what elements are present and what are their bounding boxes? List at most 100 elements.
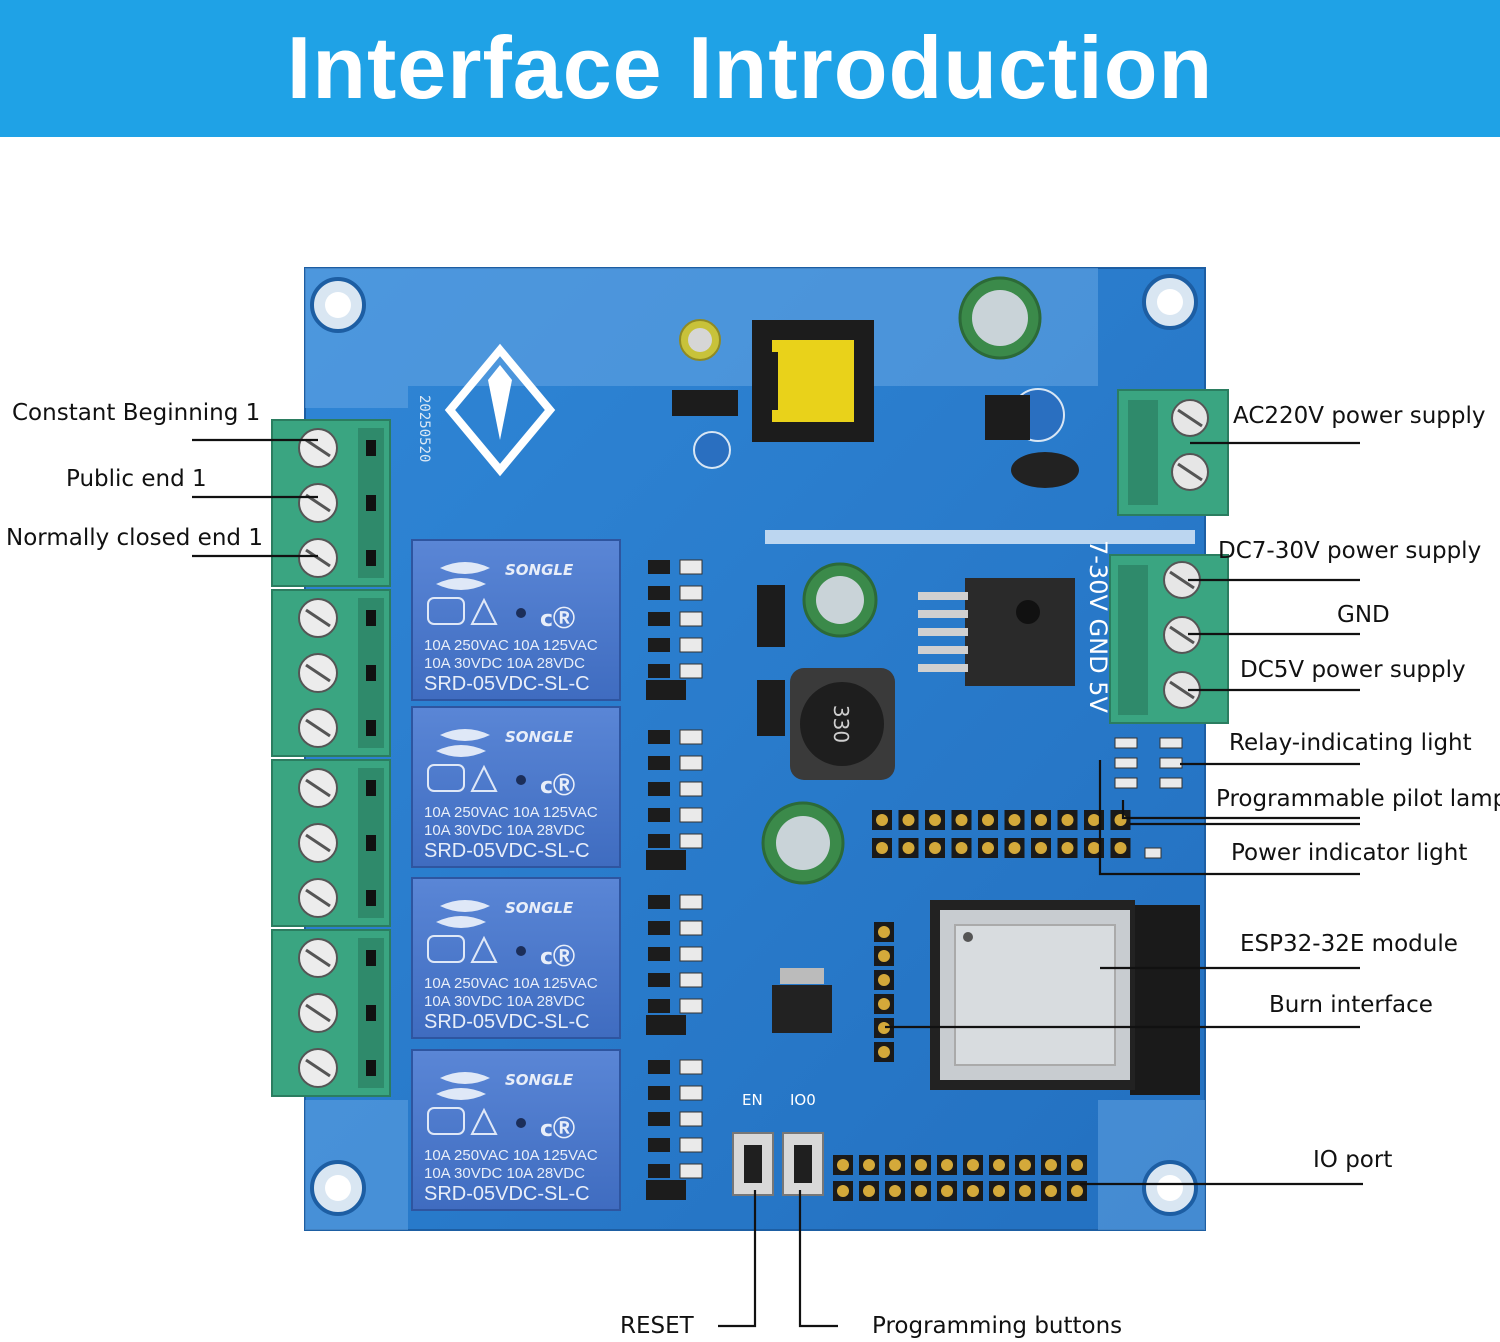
label-programming-buttons: Programming buttons — [872, 1313, 1123, 1339]
relay-rating2: 10A 30VDC 10A 28VDC — [424, 993, 585, 1010]
driver-part — [648, 1086, 670, 1100]
relay-model: SRD-05VDC-SL-C — [424, 1183, 590, 1205]
driver-part — [648, 834, 670, 848]
driver-cap — [646, 1015, 686, 1035]
header-pad — [876, 814, 888, 826]
relay-brand: SONGLE — [505, 1071, 574, 1089]
relay-rating2: 10A 30VDC 10A 28VDC — [424, 1165, 585, 1182]
input-silk-text: 7-30V GND 5V — [1084, 540, 1112, 713]
driver-part — [679, 1085, 703, 1101]
header-pad — [941, 1159, 953, 1171]
driver-cap — [646, 680, 686, 700]
label-power-light: Power indicator light — [1231, 840, 1468, 866]
button-en-silk: EN — [742, 1091, 763, 1109]
mounting-holes — [310, 274, 1198, 1216]
label-esp32: ESP32-32E module — [1240, 931, 1458, 957]
terminal-block-4 — [271, 929, 391, 1097]
header-pad — [993, 1159, 1005, 1171]
regulator-u4 — [772, 968, 832, 1033]
header-pad — [1035, 814, 1047, 826]
header-pad — [878, 950, 890, 962]
relay-rating2: 10A 30VDC 10A 28VDC — [424, 822, 585, 839]
relay-rating1: 10A 250VAC 10A 125VAC — [424, 1147, 598, 1164]
terminal-block-2 — [271, 589, 391, 757]
inductor-label: 330 — [829, 705, 853, 743]
header-pad — [1061, 842, 1074, 854]
header-pad — [1008, 814, 1021, 826]
reset-button[interactable] — [732, 1132, 774, 1196]
relay-ul-mark: cⓇ — [540, 944, 575, 970]
driver-part — [648, 560, 670, 574]
label-burn: Burn interface — [1269, 992, 1433, 1018]
dc-terminal-block — [1109, 554, 1229, 724]
header-pad — [967, 1185, 979, 1197]
label-normally-closed: Normally closed end 1 — [6, 525, 263, 551]
program-button[interactable] — [782, 1132, 824, 1196]
isolation-slot — [765, 530, 1195, 544]
label-gnd: GND — [1337, 602, 1390, 628]
driver-part — [648, 973, 670, 987]
driver-part — [648, 999, 670, 1013]
relay-brand: SONGLE — [505, 728, 574, 746]
header-pad — [915, 1159, 927, 1171]
bridge-rectifier — [985, 395, 1030, 440]
driver-part — [679, 833, 703, 849]
io-header-bottom — [833, 1155, 1087, 1201]
label-constant-beginning: Constant Beginning 1 — [12, 400, 261, 426]
driver-part — [679, 585, 703, 601]
pcb-light-bottom — [305, 1100, 408, 1230]
driver-part — [679, 807, 703, 823]
relay-drivers — [646, 559, 703, 1200]
header-pad — [955, 814, 968, 826]
label-pilot-lamp: Programmable pilot lamp — [1216, 786, 1500, 812]
burn-header — [874, 922, 894, 1062]
pcb-light-bottom-right — [1098, 1100, 1205, 1230]
driver-part — [679, 663, 703, 679]
header-pad — [1045, 1185, 1057, 1197]
date-code: 20250520 — [416, 395, 432, 462]
header-pad — [1008, 842, 1021, 854]
relay-ul-mark: cⓇ — [540, 1116, 575, 1142]
driver-part — [679, 781, 703, 797]
left-terminal-blocks — [271, 419, 391, 1097]
driver-part — [648, 808, 670, 822]
header-pad — [878, 1022, 890, 1034]
driver-part — [679, 637, 703, 653]
terminal-block-3 — [271, 759, 391, 927]
header-pad — [889, 1185, 901, 1197]
header-pad — [837, 1185, 849, 1197]
header-pad — [1088, 842, 1100, 854]
page-title: Interface Introduction — [286, 18, 1214, 117]
header-pad — [878, 1046, 890, 1058]
relay-rating2: 10A 30VDC 10A 28VDC — [424, 655, 585, 672]
driver-part — [648, 612, 670, 626]
driver-part — [679, 559, 703, 575]
header-pad — [902, 814, 915, 826]
driver-part — [648, 782, 670, 796]
relay-brand: SONGLE — [505, 899, 574, 917]
label-public-end: Public end 1 — [66, 466, 207, 492]
driver-cap — [646, 850, 686, 870]
driver-part — [679, 894, 703, 910]
relay-model: SRD-05VDC-SL-C — [424, 840, 590, 862]
header-pad — [982, 814, 994, 826]
driver-part — [679, 920, 703, 936]
header-pad — [1019, 1159, 1031, 1171]
terminal-block-1 — [271, 419, 391, 587]
header-pad — [1035, 842, 1047, 854]
driver-part — [679, 1111, 703, 1127]
driver-part — [679, 1137, 703, 1153]
relay-rating1: 10A 250VAC 10A 125VAC — [424, 637, 598, 654]
driver-part — [679, 1059, 703, 1075]
driver-part — [648, 638, 670, 652]
header-pad — [1071, 1185, 1083, 1197]
button-io0-silk: IO0 — [790, 1091, 816, 1109]
header-pad — [1019, 1185, 1031, 1197]
header-pad — [941, 1185, 953, 1197]
title-banner: Interface Introduction — [0, 0, 1500, 137]
